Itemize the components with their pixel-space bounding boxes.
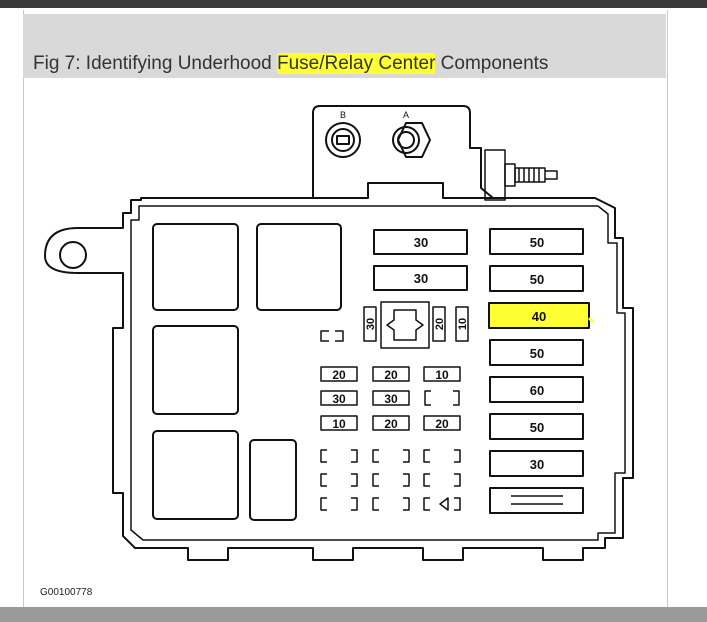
caption-prefix: Fig 7: Identifying Underhood (33, 53, 277, 74)
fuse-relay-center-diagram: B A 30 30 30 20 10 2 (44, 105, 634, 561)
svg-text:60: 60 (530, 383, 544, 398)
svg-text:20: 20 (332, 368, 346, 382)
relay-3 (152, 325, 239, 415)
relay-5 (249, 439, 297, 521)
svg-text:30: 30 (414, 271, 428, 286)
fuse-box-inner-outline (130, 205, 626, 541)
right-fuse-6: 50 (489, 413, 584, 440)
right-fuse-3-highlighted: 40 (488, 302, 595, 329)
terminal-a-label: A (403, 110, 409, 120)
svg-text:30: 30 (530, 457, 544, 472)
svg-text:30: 30 (332, 392, 346, 406)
right-fuse-2: 50 (489, 265, 584, 292)
svg-text:10: 10 (457, 318, 469, 330)
mini-fuse-grid: 20 20 10 30 30 10 20 20 (320, 366, 461, 511)
mini-fuse-r3c3: 20 (423, 415, 461, 431)
terminal-b-label: B (340, 110, 346, 120)
mounting-hole (59, 241, 87, 269)
relay-4 (152, 430, 239, 520)
center-socket (380, 301, 430, 349)
right-fuse-8-empty (489, 487, 584, 514)
right-fuse-4: 50 (489, 339, 584, 366)
mini-fuse-r1c1: 20 (320, 366, 358, 382)
svg-text:50: 50 (530, 420, 544, 435)
vertical-fuse-1: 30 (363, 306, 377, 342)
bottom-bar (0, 607, 707, 622)
mini-fuse-r2c3-empty (424, 390, 460, 406)
figure-id: G00100778 (40, 587, 93, 598)
fuse-box-outline (44, 182, 634, 561)
right-fuse-5: 60 (489, 376, 584, 403)
svg-text:40: 40 (532, 309, 546, 324)
figure-caption-bar: Fig 7: Identifying Underhood Fuse/Relay … (23, 14, 666, 78)
svg-text:20: 20 (434, 318, 446, 330)
center-fuse-1: 30 (373, 229, 468, 255)
small-slot-left (320, 330, 344, 342)
svg-text:50: 50 (530, 272, 544, 287)
right-fuse-7: 30 (489, 450, 584, 477)
svg-text:30: 30 (365, 318, 377, 330)
mini-fuse-r1c3: 10 (423, 366, 461, 382)
relay-2 (256, 223, 342, 311)
side-connector (484, 149, 558, 201)
vertical-fuse-3: 10 (455, 306, 469, 342)
svg-text:20: 20 (435, 417, 449, 431)
relay-1 (152, 223, 239, 311)
mini-fuse-r1c2: 20 (372, 366, 410, 382)
mini-fuse-r3c1: 10 (320, 415, 358, 431)
top-bar (0, 0, 707, 8)
terminal-housing (312, 105, 494, 199)
svg-text:50: 50 (530, 346, 544, 361)
terminal-a (392, 122, 431, 158)
svg-text:10: 10 (332, 417, 346, 431)
right-fuse-1: 50 (489, 228, 584, 255)
svg-text:10: 10 (435, 368, 449, 382)
caption-suffix: Components (435, 53, 549, 74)
vertical-fuse-2: 20 (432, 306, 446, 342)
svg-text:20: 20 (384, 368, 398, 382)
mini-fuse-r2c2: 30 (372, 390, 410, 406)
svg-text:20: 20 (384, 417, 398, 431)
mini-fuse-r3c2: 20 (372, 415, 410, 431)
figure-caption: Fig 7: Identifying Underhood Fuse/Relay … (33, 53, 548, 75)
svg-text:30: 30 (414, 235, 428, 250)
caption-highlight: Fuse/Relay Center (277, 53, 436, 74)
empty-slots (320, 449, 461, 511)
mini-fuse-r2c1: 30 (320, 390, 358, 406)
svg-text:30: 30 (384, 392, 398, 406)
center-fuse-2: 30 (373, 265, 468, 291)
svg-text:50: 50 (530, 235, 544, 250)
terminal-b (325, 122, 361, 158)
